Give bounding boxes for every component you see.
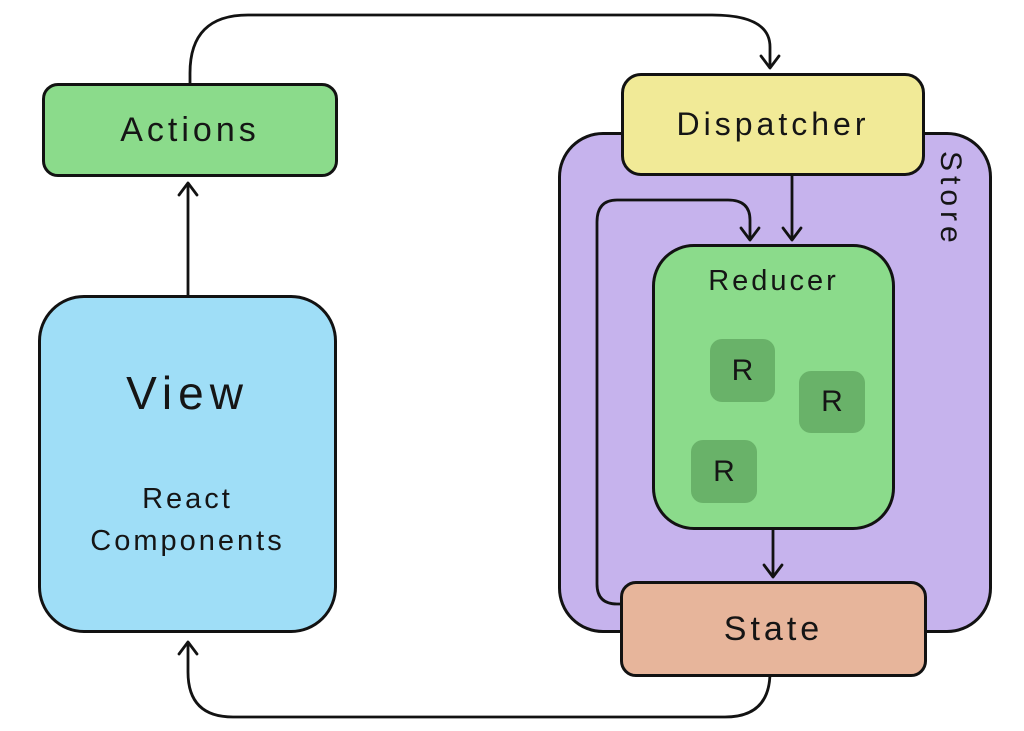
edge-state-to-view [177, 640, 772, 719]
state-label: State [723, 609, 824, 648]
state-node: State [620, 581, 927, 677]
view-sublabel: React Components [90, 482, 285, 557]
view-node: View React Components [38, 295, 337, 633]
actions-label: Actions [120, 110, 260, 149]
dispatcher-label: Dispatcher [676, 106, 870, 142]
reducer-chip: R [691, 440, 757, 503]
reducer-node: Reducer R R R [652, 244, 895, 530]
edge-state-loop-to-reducer [595, 198, 761, 606]
dispatcher-node: Dispatcher [621, 73, 925, 176]
reducer-chip: R [710, 339, 775, 402]
actions-node: Actions [42, 83, 338, 177]
store-label: Store [934, 151, 967, 248]
edge-actions-to-dispatcher [188, 13, 781, 83]
view-label: View [126, 366, 249, 419]
reducer-chip: R [799, 371, 865, 433]
reducer-label: Reducer [708, 265, 839, 297]
